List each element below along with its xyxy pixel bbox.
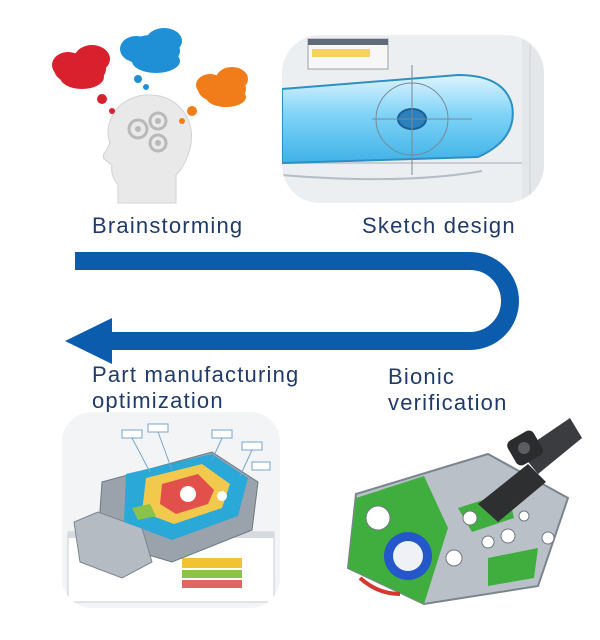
label-part-manufacturing-line2: optimization [92,388,224,413]
brainstorming-illustration [40,25,280,205]
bionic-verification-illustration [338,408,583,608]
label-bionic-line1: Bionic [388,364,456,389]
arrow-head-icon [65,318,112,364]
label-sketch-design: Sketch design [362,213,516,238]
label-bionic-verification: Bionic verification [388,364,508,416]
label-brainstorming: Brainstorming [92,213,244,238]
label-part-manufacturing-optimization: Part manufacturing optimization [92,362,299,414]
sketch-design-illustration [282,35,544,203]
brainstorm-icon [52,28,248,204]
cad-sketch-screenshot [282,35,544,203]
label-bionic-line2: verification [388,390,508,415]
robot-arm-part-render [346,418,582,606]
label-part-manufacturing-line1: Part manufacturing [92,362,300,387]
casting-simulation-render [62,412,280,608]
part-manufacturing-illustration [62,412,280,608]
